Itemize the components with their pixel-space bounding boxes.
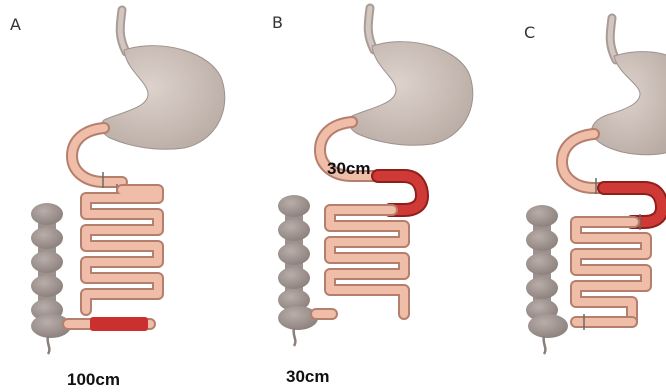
colon <box>278 195 318 346</box>
stomach <box>592 52 666 155</box>
panel-b-inline-measure: 30cm <box>327 159 370 178</box>
panel-b-measure: 30cm <box>286 367 329 386</box>
panel-c-letter: C <box>524 23 535 42</box>
panel-c: C <box>524 18 666 354</box>
colon <box>31 203 71 354</box>
panel-b-letter: B <box>272 13 283 32</box>
colon <box>526 205 568 354</box>
panel-a-letter: A <box>10 15 21 34</box>
panel-a-measure: 100cm <box>67 370 120 389</box>
stomach <box>101 46 225 150</box>
appendix <box>544 336 546 354</box>
stomach <box>349 42 473 146</box>
appendix <box>294 328 296 346</box>
highlighted-segment-a <box>90 317 148 331</box>
cecum <box>528 314 568 338</box>
panel-b: B 30cm 30cm <box>272 8 473 386</box>
panel-a: A 100cm <box>10 10 225 389</box>
appendix <box>48 336 50 354</box>
